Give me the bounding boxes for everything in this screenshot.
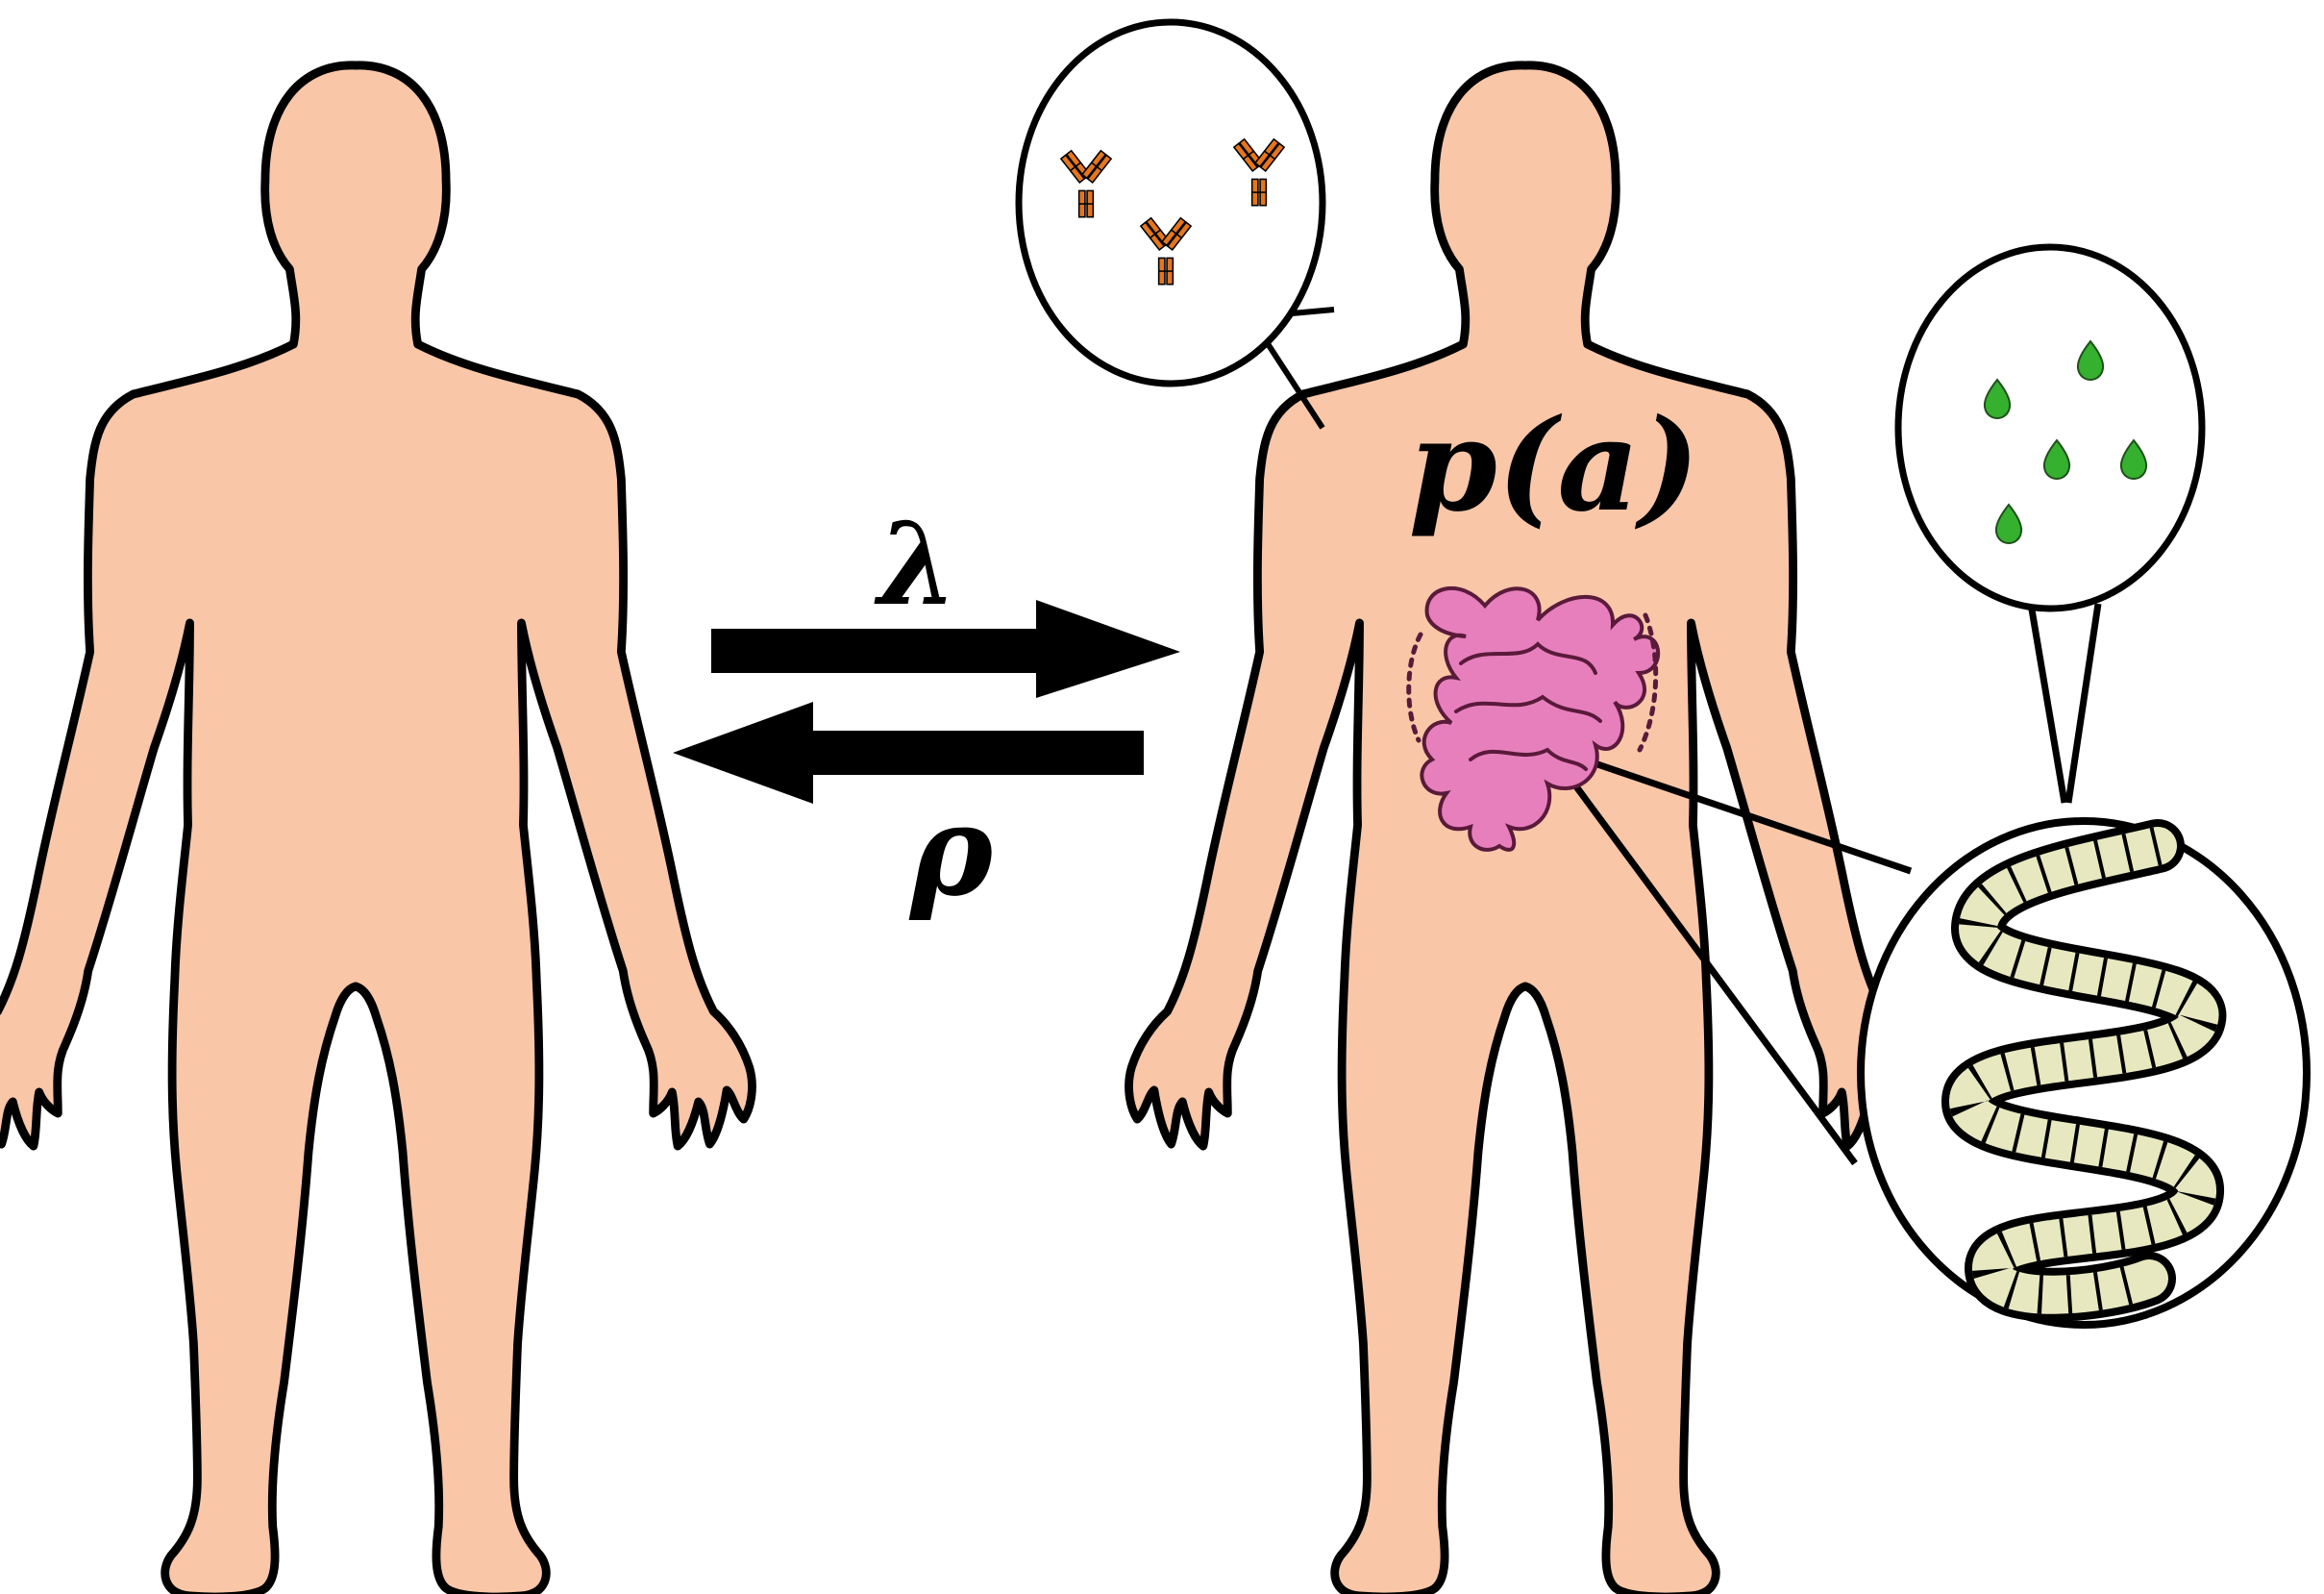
pathogen-inset xyxy=(1898,247,2202,803)
recovery-arrow xyxy=(673,702,1144,804)
probability-label: p(a) xyxy=(1409,391,1700,540)
antibody-inset xyxy=(1019,22,1334,428)
healthy-person xyxy=(0,65,752,1594)
rho-label: ρ xyxy=(908,777,994,924)
lambda-label: λ xyxy=(874,497,958,631)
